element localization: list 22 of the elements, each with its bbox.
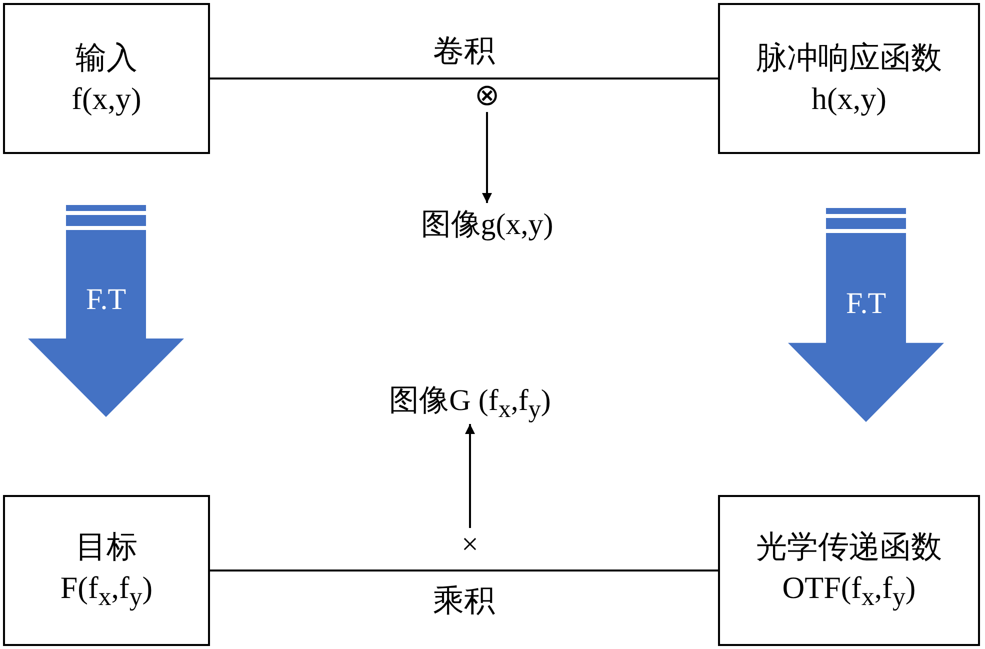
text-box xyxy=(3,495,210,646)
image-label: 图像g(x,y) xyxy=(398,203,576,247)
arrow xyxy=(465,424,475,528)
connector-line xyxy=(210,78,718,80)
text-box xyxy=(718,495,980,646)
box-formula: f(x,y) xyxy=(72,80,142,118)
text-box xyxy=(718,3,980,154)
box-formula: h(x,y) xyxy=(812,80,886,118)
box-title: 目标 xyxy=(76,528,138,566)
operator-symbol: ⊗ xyxy=(472,80,502,112)
operator-symbol: × xyxy=(456,528,484,562)
box-title: 脉冲响应函数 xyxy=(756,39,942,78)
text-box xyxy=(3,3,210,154)
image-label: 图像G (f$_{x}$,f$_{y}$) xyxy=(362,378,578,424)
arrow-label: F.T xyxy=(86,283,126,318)
box-title: 输入 xyxy=(76,39,138,78)
connector-line xyxy=(210,570,718,572)
box-formula: OTF(f$_{x}$,f$_{y}$) xyxy=(782,568,916,613)
arrow-label: F.T xyxy=(846,287,886,322)
box-title: 光学传递函数 xyxy=(756,528,942,566)
arrow xyxy=(482,112,492,203)
box-formula: F(f$_{x}$,f$_{y}$) xyxy=(60,568,153,613)
